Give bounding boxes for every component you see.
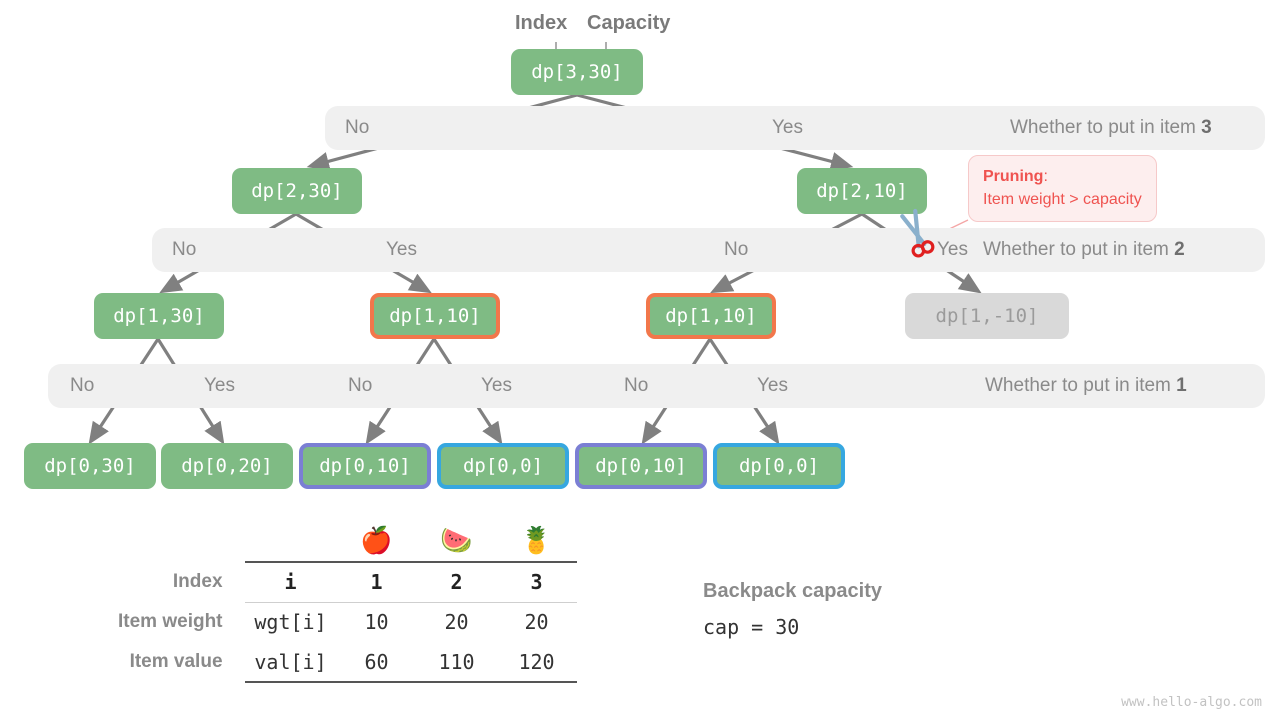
band-3-branch-yes: Yes <box>772 117 803 138</box>
leaf-dp-0-10-right[interactable]: dp[0,10] <box>575 443 707 489</box>
band-1-item-number: 1 <box>1176 375 1187 396</box>
band-1-branch-no-2: No <box>348 375 373 396</box>
band-1-branch-no-3: No <box>624 375 649 396</box>
band-2-item-number: 2 <box>1174 239 1185 260</box>
value-2: 110 <box>416 642 497 683</box>
pruning-title: Pruning <box>983 168 1044 185</box>
index-annotation: Index <box>515 12 568 34</box>
band-2-question-text: Whether to put in item <box>983 239 1175 260</box>
capacity-annotation: Capacity <box>587 12 671 34</box>
col-index-2: 2 <box>416 561 497 602</box>
pruning-callout: Pruning: Item weight > capacity <box>968 155 1157 223</box>
band-1-branch-yes-2: Yes <box>481 375 512 396</box>
band-item-2 <box>152 228 1265 272</box>
band-3-item-number: 3 <box>1201 117 1212 138</box>
backpack-capacity-label: Backpack capacity <box>703 580 883 602</box>
pruning-title-line: Pruning: <box>983 165 1142 188</box>
value-1: 60 <box>336 642 417 683</box>
items-table-grid: 🍎 🍉 🍍 Index i 1 2 3 Item weight wgt[i] 1… <box>118 518 577 683</box>
row-label-index: Index <box>172 571 223 592</box>
col-index-1: 1 <box>336 561 417 602</box>
leaf-dp-0-20[interactable]: dp[0,20] <box>161 443 293 489</box>
weight-3: 20 <box>496 601 577 642</box>
leaf-dp-0-0-left[interactable]: dp[0,0] <box>437 443 569 489</box>
icons-row-key-spacer <box>245 518 337 562</box>
band-item-1 <box>48 364 1265 408</box>
row-label-item-weight: Item weight <box>118 611 223 632</box>
leaf-dp-0-0-right[interactable]: dp[0,0] <box>713 443 845 489</box>
band-1-branch-yes-1: Yes <box>204 375 235 396</box>
weight-2: 20 <box>416 601 497 642</box>
table-row-index: Index i 1 2 3 <box>118 561 577 602</box>
watermelon-icon: 🍉 <box>440 524 473 555</box>
row-label-item-value: Item value <box>129 651 223 672</box>
node-dp-2-30[interactable]: dp[2,30] <box>232 168 362 214</box>
apple-icon: 🍎 <box>360 524 393 555</box>
table-row-weight: Item weight wgt[i] 10 20 20 <box>118 601 577 642</box>
band-2-branch-no-2: No <box>724 239 749 260</box>
row-key-wgt: wgt[i] <box>244 601 337 642</box>
band-item-3 <box>325 106 1265 150</box>
pineapple-icon: 🍍 <box>520 524 553 555</box>
weight-1: 10 <box>336 601 417 642</box>
band-1-branch-yes-3: Yes <box>757 375 788 396</box>
band-1-question-text: Whether to put in item <box>985 375 1177 396</box>
node-dp-2-10[interactable]: dp[2,10] <box>797 168 927 214</box>
band-2-branch-no-1: No <box>172 239 197 260</box>
pruning-colon: : <box>1043 168 1048 185</box>
pruning-reason: Item weight > capacity <box>983 191 1142 209</box>
band-3-branch-no: No <box>345 117 370 138</box>
icons-row-spacer <box>118 518 245 562</box>
row-key-i: i <box>244 561 337 602</box>
row-key-val: val[i] <box>244 642 337 683</box>
band-1-question: Whether to put in item 1 <box>985 364 1187 408</box>
band-2-question: Whether to put in item 2 <box>983 228 1185 272</box>
node-dp-3-30[interactable]: dp[3,30] <box>511 49 643 95</box>
scissors-icon <box>900 208 935 258</box>
band-3-question: Whether to put in item 3 <box>1010 106 1212 150</box>
band-1-branch-no-1: No <box>70 375 95 396</box>
footer-watermark: www.hello-algo.com <box>1121 695 1262 710</box>
node-dp-1-10-left[interactable]: dp[1,10] <box>370 293 500 339</box>
table-row-value: Item value val[i] 60 110 120 <box>118 642 577 683</box>
col-index-3: 3 <box>496 561 577 602</box>
table-row-icons: 🍎 🍉 🍍 <box>118 518 577 562</box>
backpack-capacity-value: cap = 30 <box>703 615 800 639</box>
leaf-dp-0-30[interactable]: dp[0,30] <box>24 443 156 489</box>
band-3-question-text: Whether to put in item <box>1010 117 1202 138</box>
items-table: 🍎 🍉 🍍 Index i 1 2 3 Item weight wgt[i] 1… <box>118 518 577 683</box>
node-dp-1-minus10[interactable]: dp[1,-10] <box>905 293 1069 339</box>
value-3: 120 <box>496 642 577 683</box>
node-dp-1-10-right[interactable]: dp[1,10] <box>646 293 776 339</box>
leaf-dp-0-10-left[interactable]: dp[0,10] <box>299 443 431 489</box>
band-2-branch-yes-2: Yes <box>937 239 968 260</box>
band-2-branch-yes-1: Yes <box>386 239 417 260</box>
node-dp-1-30[interactable]: dp[1,30] <box>94 293 224 339</box>
